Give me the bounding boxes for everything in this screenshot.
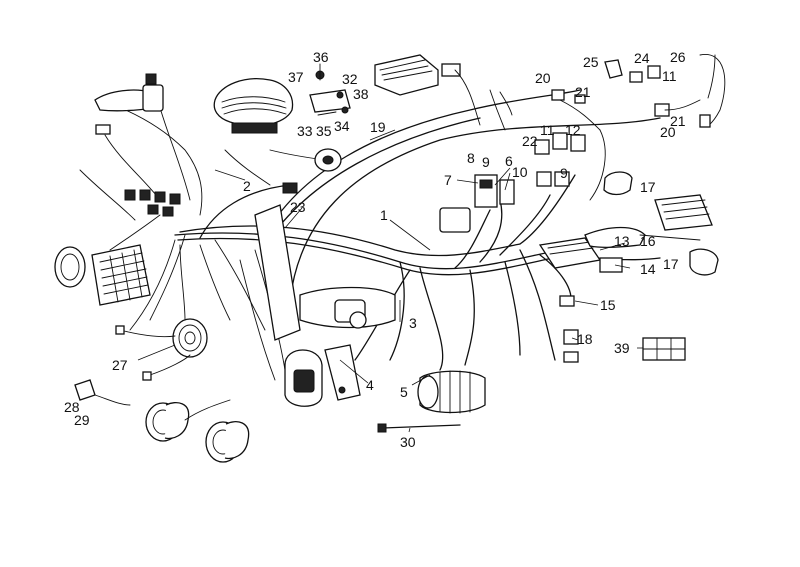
callout-37: 37 [288, 69, 304, 85]
relay-group-right [534, 132, 586, 187]
callout-18: 18 [577, 331, 593, 347]
callout-19: 19 [370, 119, 386, 135]
callout-11-center: 11 [540, 122, 555, 138]
callout-4: 4 [366, 377, 374, 393]
cable-tie [377, 423, 461, 433]
callout-14: 14 [640, 261, 656, 277]
callout-26: 26 [670, 49, 686, 65]
horn-bottom-pair [145, 399, 250, 463]
mounting-hardware-set [309, 63, 351, 116]
callout-7: 7 [444, 172, 452, 188]
battery-and-relay-area [299, 286, 396, 329]
callout-21-left: 21 [575, 84, 591, 100]
callout-3: 3 [409, 315, 417, 331]
callout-21-right: 21 [670, 113, 686, 129]
top-harness-branch [454, 69, 606, 201]
mounting-plate [254, 204, 301, 341]
callout-9-left: 9 [482, 154, 490, 170]
callout-8: 8 [467, 150, 475, 166]
callout-32: 32 [342, 71, 358, 87]
voltage-regulator [538, 226, 646, 273]
lower-left-wires [115, 325, 191, 381]
callout-16: 16 [640, 233, 656, 249]
callout-36: 36 [313, 49, 329, 65]
callout-12: 12 [565, 122, 581, 138]
callout-13: 13 [614, 233, 630, 249]
callout-27: 27 [112, 357, 128, 373]
leader-lines [137, 129, 643, 433]
callout-23: 23 [290, 199, 306, 215]
relay-18 [563, 329, 579, 363]
callout-20-left: 20 [535, 70, 551, 86]
callout-22: 22 [522, 133, 538, 149]
callout-30: 30 [400, 434, 416, 450]
rear-wiring-branch [604, 54, 726, 128]
connector-15 [559, 295, 575, 307]
callout-38: 38 [353, 86, 369, 102]
rear-lamp-bracket [639, 194, 713, 241]
callout-labels: 1 2 3 4 5 6 7 8 9 9 10 11 11 12 13 14 15… [64, 49, 686, 450]
callout-29: 29 [74, 412, 90, 428]
callout-17-top: 17 [640, 179, 656, 195]
callout-39: 39 [614, 340, 630, 356]
callout-25: 25 [583, 54, 599, 70]
relay-block-center [439, 174, 515, 233]
callout-15: 15 [600, 297, 616, 313]
callout-5: 5 [400, 384, 408, 400]
electronic-control-unit [374, 54, 461, 96]
callout-10: 10 [512, 164, 528, 180]
callout-17-bottom: 17 [663, 256, 679, 272]
callout-34: 34 [334, 118, 350, 134]
callout-28: 28 [64, 399, 80, 415]
starter-motor [417, 370, 486, 414]
lamp-holder [74, 379, 131, 406]
callout-24: 24 [634, 50, 650, 66]
turn-signal-rear [603, 171, 719, 276]
callout-9-right: 9 [560, 165, 568, 181]
callout-20-right: 20 [660, 124, 676, 140]
ignition-switch [314, 148, 342, 172]
instrument-cluster [213, 78, 294, 134]
headlight-assembly [54, 244, 151, 306]
side-stand-switch [324, 344, 361, 401]
tail-light [284, 349, 323, 407]
horn-left [172, 318, 208, 358]
label-plate-39 [642, 337, 686, 361]
left-handlebar-switch [94, 73, 164, 135]
callout-35: 35 [316, 123, 332, 139]
callout-33: 33 [297, 123, 313, 139]
connector-block-cluster [124, 182, 298, 217]
callout-6: 6 [505, 153, 513, 169]
callout-11-right: 11 [662, 68, 677, 84]
callout-2: 2 [243, 178, 251, 194]
callout-1: 1 [380, 207, 388, 223]
